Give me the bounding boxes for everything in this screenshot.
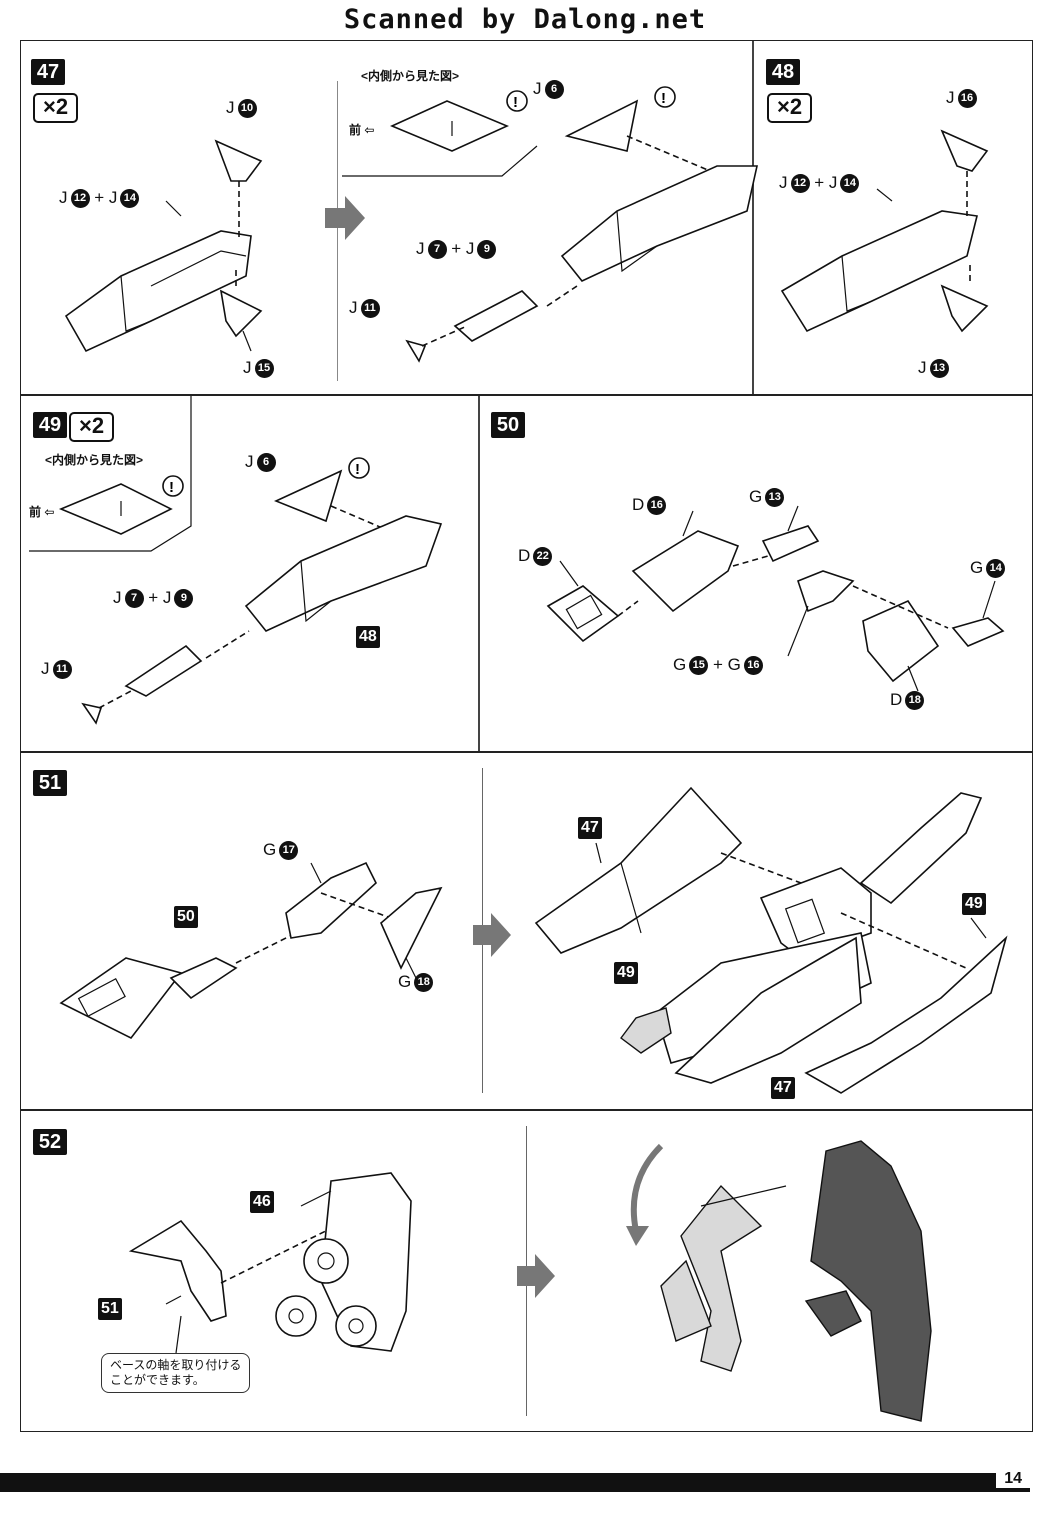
step-48-multiplier: ×2	[767, 93, 813, 123]
panel-row-4: 52 46 51 ベースの軸を取り付けることができます。	[20, 1110, 1033, 1432]
step-51-ref-49-right: 49	[962, 893, 986, 915]
step-47-arrow	[325, 196, 365, 240]
svg-text:!: !	[169, 479, 174, 496]
step-51-drawing	[59, 786, 1008, 1094]
step-49-front-label: 前 ⇦	[29, 505, 55, 519]
step-52-ref-51: 51	[98, 1298, 122, 1320]
step-51-ref-49-left: 49	[614, 962, 638, 984]
step-52-badge: 52	[33, 1129, 67, 1155]
step-49-inset-title: <内側から見た図>	[45, 453, 144, 467]
step-47-badge: 47	[31, 59, 65, 85]
step-52-drawing	[128, 1140, 932, 1422]
step-49-ref-48: 48	[356, 626, 380, 648]
step-49-drawing: ! !	[29, 396, 443, 725]
step-51-badge: 51	[33, 770, 67, 796]
page-number: 14	[996, 1470, 1030, 1488]
step-48-drawing	[780, 129, 989, 333]
svg-text:!: !	[513, 94, 518, 111]
step-47-right-drawing: ! !	[342, 86, 758, 363]
step-47-front-label: 前 ⇦	[349, 123, 375, 137]
step-49-badge: 49	[33, 412, 67, 438]
step-49-multiplier: ×2	[69, 412, 115, 442]
divider-47-48	[752, 41, 754, 394]
step-50-badge: 50	[491, 412, 525, 438]
step-50-drawing	[546, 505, 1005, 692]
divider-47-sub	[337, 81, 338, 381]
svg-text:!: !	[355, 461, 360, 478]
step-51-ref-50: 50	[174, 906, 198, 928]
step-52-ref-46: 46	[250, 1191, 274, 1213]
divider-49-50	[478, 396, 480, 751]
step-47-inset-title: <内側から見た図>	[361, 69, 460, 83]
step-51-ref-47-bottom: 47	[771, 1077, 795, 1099]
step-51-ref-47-top: 47	[578, 817, 602, 839]
step-52-note: ベースの軸を取り付けることができます。	[101, 1353, 251, 1393]
step-47-multiplier: ×2	[33, 93, 79, 123]
step-47-left-drawing	[64, 139, 263, 353]
step-48-badge: 48	[766, 59, 800, 85]
svg-text:!: !	[661, 90, 666, 107]
footer-bar	[0, 1473, 1030, 1492]
scan-header: Scanned by Dalong.net	[343, 4, 707, 35]
